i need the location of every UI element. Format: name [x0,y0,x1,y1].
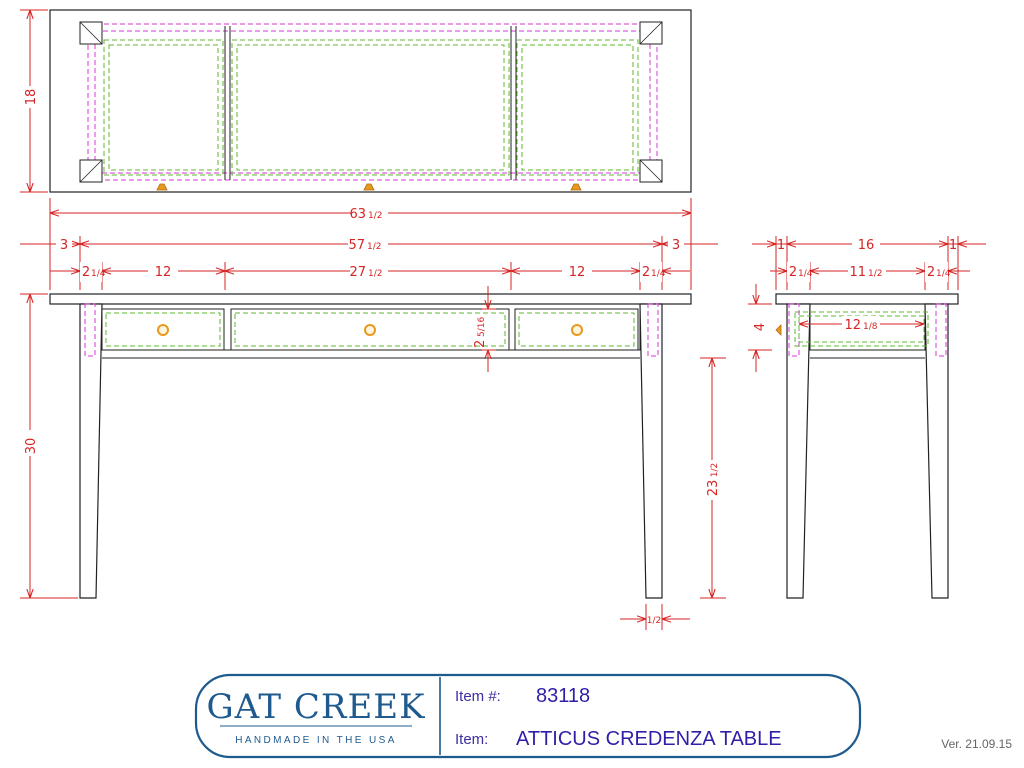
dim-inner-width: 57 [348,238,365,253]
dim-leg-foot: 1/2 [647,616,661,626]
dim-side-overhang-right: 1 [949,238,957,253]
dim-drawer-height-frac: 5/16 [477,317,487,337]
knob-top-left [156,183,168,191]
dim-leg-left-frac: 1/4 [91,269,106,279]
side-view [775,293,959,599]
knob-front-left [157,324,169,336]
dim-leg-right: 2 [642,265,650,280]
dim-overall-width: 63 [349,207,366,222]
dim-side-inner: 11 [849,265,866,280]
dim-drawer-depth: 12 [844,318,861,333]
dim-side-overhang-left: 1 [777,238,785,253]
dim-side-leg-right-frac: 1/4 [936,269,951,279]
item-name: ATTICUS CREDENZA TABLE [516,728,782,750]
dim-side-depth: 16 [858,238,875,253]
leg-side-right [924,303,949,599]
dim-side-leg-left-frac: 1/4 [798,269,813,279]
brand-logo: GAT CREEK [207,687,426,727]
dim-side-leg-left: 2 [789,265,797,280]
item-number-label: Item #: [455,688,501,705]
dim-overall-width-frac: 1/2 [368,211,382,221]
knob-side [775,324,782,336]
front-view [49,293,692,599]
top-view [49,9,692,193]
dim-knee-clearance: 23 [706,480,721,497]
knob-top-center [363,183,375,191]
dim-height: 30 [24,438,39,455]
dim-leg-right-frac: 1/4 [651,269,666,279]
item-label: Item: [455,731,488,748]
dim-apron-height: 4 [753,323,768,331]
knob-top-right [570,183,582,191]
leg-front-right [639,303,663,599]
dim-overall-depth: 18 [24,89,39,106]
dim-drawer-left: 12 [155,265,172,280]
title-block: GAT CREEK HANDMADE IN THE USA Item #: 83… [194,673,862,759]
dimension-labels: 18 30 63 1/2 3 57 1/2 3 2 1/4 12 27 1/2 … [24,89,957,626]
dim-knee-clearance-frac: 1/2 [710,463,720,477]
leg-front-left [79,303,103,599]
tabletop-side [775,293,959,305]
dim-overhang-left: 3 [60,238,68,253]
dim-drawer-center-frac: 1/2 [368,269,382,279]
version-label: Ver. 21.09.15 [941,737,1012,751]
dim-drawer-height: 2 [473,340,488,348]
tabletop-front [49,293,692,305]
knob-front-center [364,324,376,336]
dim-drawer-center: 27 [349,265,366,280]
dim-drawer-depth-frac: 1/8 [863,322,878,332]
leg-side-left [786,303,811,599]
dim-side-inner-frac: 1/2 [868,269,882,279]
dim-leg-left: 2 [82,265,90,280]
knob-front-right [571,324,583,336]
dim-inner-width-frac: 1/2 [367,242,381,252]
item-number: 83118 [536,685,590,707]
dim-overhang-right: 3 [672,238,680,253]
dim-side-leg-right: 2 [927,265,935,280]
brand-tagline: HANDMADE IN THE USA [235,735,397,746]
dim-drawer-right: 12 [569,265,586,280]
